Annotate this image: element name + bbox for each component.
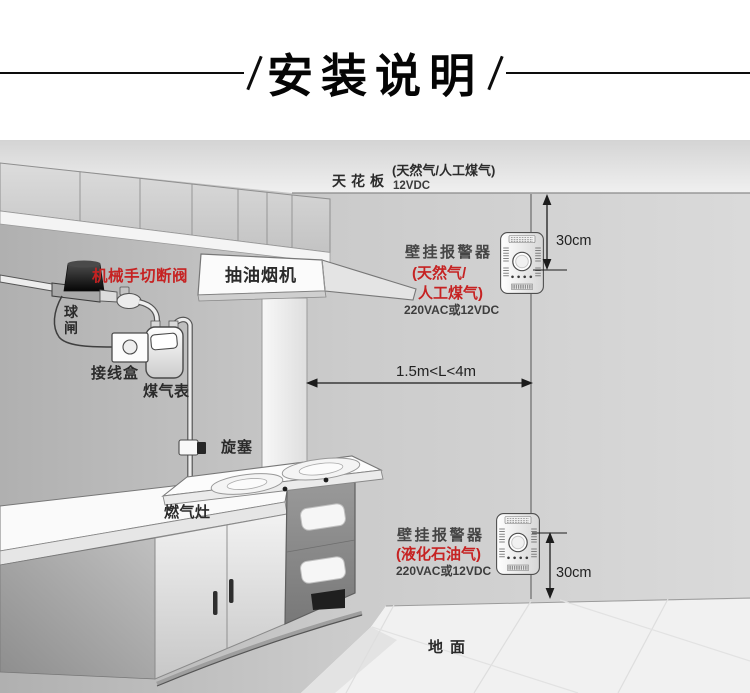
alarm-device-bottom: [496, 512, 541, 576]
ball-valve-label-char1: 球: [64, 304, 79, 320]
alarm-top-name-label: 壁挂报警器: [405, 243, 493, 261]
alarm-top-power-label: 220VAC或12VDC: [404, 302, 499, 317]
gas-piping: [0, 260, 206, 478]
drawer-handle-top: [300, 503, 346, 531]
alarm-top-gas-type-line1: (天然气/: [412, 264, 467, 282]
title-slash-right: [487, 55, 504, 91]
plug-valve-label: 旋塞: [220, 438, 253, 456]
stove-knob-right: [323, 477, 329, 483]
ceiling-distance-label: 30cm: [556, 233, 591, 249]
floor-distance-label: 30cm: [556, 565, 591, 581]
stove-burner-right: [281, 457, 361, 481]
gas-stove: [161, 455, 384, 506]
junction-box: [111, 332, 149, 363]
alarm-top-gas-type-line2: 人工煤气): [418, 284, 483, 302]
alarm-bottom-name-label: 壁挂报警器: [397, 526, 485, 544]
pipe-to-meter: [138, 299, 160, 329]
floor-label: 地面: [428, 638, 472, 656]
pipe-coupling: [99, 289, 118, 303]
diagram-labels: 天花板 (天然气/人工煤气) 12VDC 壁挂报警器 (天然气/ 人工煤气) 2…: [64, 163, 591, 656]
plug-valve: [178, 439, 206, 456]
title-rule-right: [506, 72, 750, 74]
door-handle-left: [213, 591, 218, 615]
range-hood: 抽油烟机: [197, 253, 417, 302]
gas-meter-window: [150, 332, 178, 351]
gas-meter-label: 煤气表: [143, 382, 190, 400]
alarm-bottom-gas-type-label: (液化石油气): [396, 545, 481, 563]
page-title: 安装说明: [267, 50, 483, 102]
shutoff-valve-label: 机械手切断阀: [92, 266, 188, 285]
shutoff-valve-actuator: [63, 260, 105, 292]
dim-arrow-floor-30cm: [532, 532, 567, 599]
page-header: 安装说明: [0, 0, 750, 140]
drawer-handle-bottom: [300, 556, 346, 584]
drawer-unit-base: [311, 589, 345, 610]
floor: [301, 599, 750, 693]
floor-tile-lines: [301, 597, 750, 693]
gas-meter: [145, 320, 184, 379]
ceiling-gas-type-label: (天然气/人工煤气): [392, 163, 495, 178]
drawer-unit: [284, 478, 356, 625]
stove-burner-left: [210, 473, 284, 495]
range-hood-label: 抽油烟机: [225, 265, 297, 285]
dimension-arrows: [306, 194, 567, 599]
ceiling: [0, 140, 750, 193]
alarm-device-top: [500, 232, 545, 294]
alarm-bottom-power-label: 220VAC或12VDC: [396, 563, 491, 578]
ceiling-label: 天花板: [332, 173, 389, 189]
stove-knob-left: [282, 486, 288, 492]
kitchen-installation-diagram: 抽油烟机: [0, 140, 750, 693]
junction-box-label: 接线盒: [91, 364, 139, 382]
dim-arrow-ceiling-30cm: [533, 194, 567, 271]
title-rule-left: [0, 72, 244, 74]
ceiling-voltage-label: 12VDC: [393, 180, 430, 192]
counter-cabinets: [0, 464, 363, 687]
dim-arrow-distance-range: [306, 378, 533, 388]
ball-valve-label-char2: 闸: [64, 320, 78, 336]
distance-range-label: 1.5m<L<4m: [396, 363, 476, 380]
toe-kick: [156, 610, 363, 687]
door-handle-right: [229, 579, 234, 603]
valve-wire: [53, 295, 113, 348]
pipe-bulb-fitting: [116, 292, 142, 310]
exhaust-duct: [261, 297, 308, 470]
stove-label: 燃气灶: [164, 503, 211, 521]
title-slash-left: [246, 55, 263, 91]
